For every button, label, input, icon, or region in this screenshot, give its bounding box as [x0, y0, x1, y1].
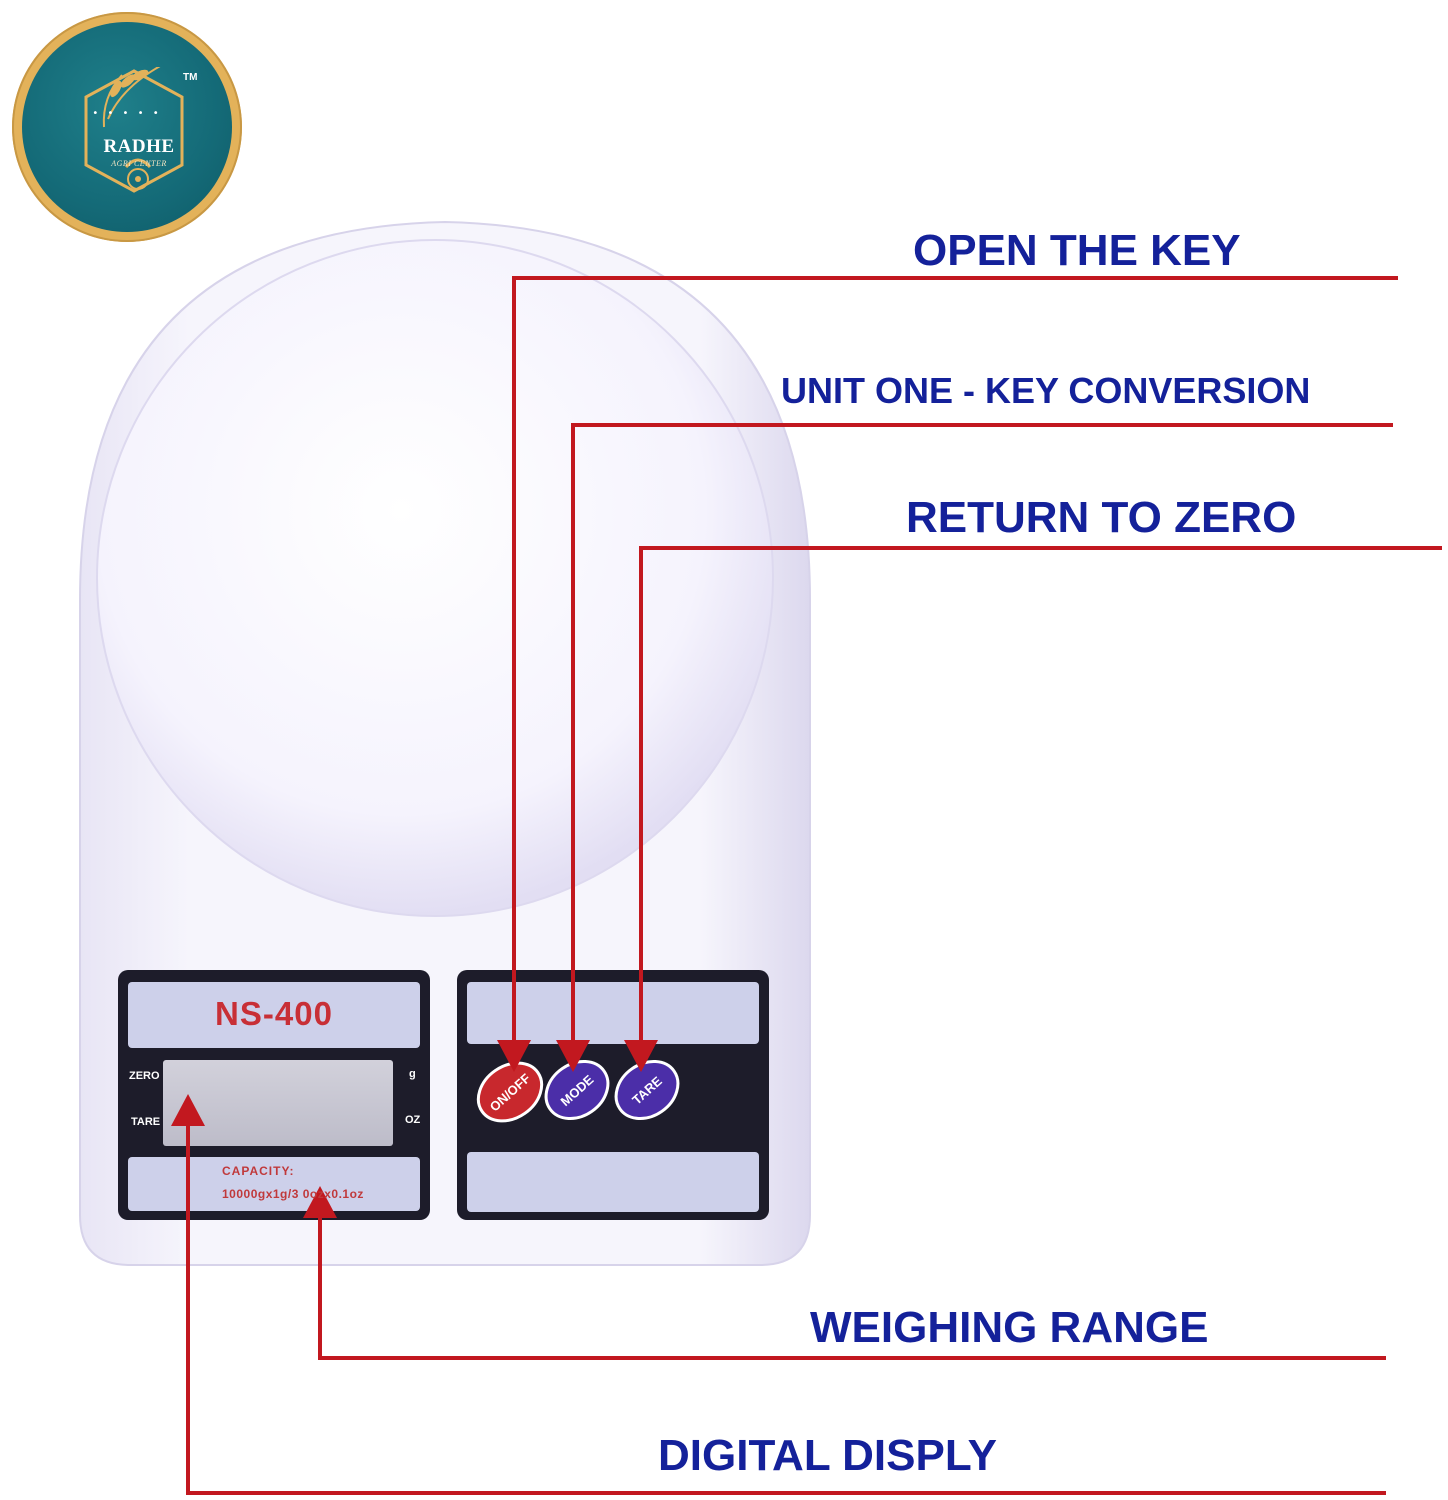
callout-digital-display: DIGITAL DISPLY [658, 1431, 998, 1480]
logo-subtitle: AGRI CENTER [111, 159, 167, 168]
weighing-range-arrowhead [303, 1186, 337, 1218]
return-zero-arrowhead [624, 1040, 658, 1072]
unit-conversion-arrowhead [556, 1040, 590, 1072]
wheat-icon [84, 67, 184, 193]
return-zero-line [639, 546, 1442, 1045]
weighing-range-line [318, 1215, 1386, 1360]
model-label: NS-400 [215, 995, 333, 1032]
open-key-arrowhead [497, 1040, 531, 1072]
button-panel-top-plate [467, 982, 759, 1044]
lcd-screen [163, 1060, 393, 1146]
callout-open-key: OPEN THE KEY [913, 226, 1241, 275]
logo-badge [22, 22, 232, 232]
tare-label: TARE [131, 1116, 161, 1128]
trademark-mark: TM [183, 72, 198, 83]
button-panel-bottom-plate [467, 1152, 759, 1212]
arrowheads [171, 1040, 658, 1218]
capacity-value: 10000gx1g/3 0ozx0.1oz [222, 1187, 364, 1201]
on-off-button [476, 1061, 544, 1123]
open-key-line [512, 276, 1398, 1045]
tare-button [614, 1060, 680, 1120]
digital-display-arrowhead [171, 1094, 205, 1126]
unit-conversion-line [571, 423, 1393, 1045]
callout-return-zero: RETURN TO ZERO [906, 493, 1297, 542]
zero-label: ZERO [129, 1070, 160, 1082]
capacity-title: CAPACITY: [222, 1164, 295, 1178]
mode-button [544, 1060, 610, 1120]
digital-display-line [186, 1122, 1386, 1495]
model-plate [128, 982, 420, 1048]
callout-lines [186, 276, 1442, 1495]
capacity-plate [128, 1157, 420, 1211]
gram-unit-label: g [409, 1068, 416, 1080]
logo-stars: • • • • • [92, 108, 162, 119]
brand-logo: TM • • • • • RADHE AGRI CENTER [12, 12, 242, 242]
logo-brand-name: RADHE [103, 136, 175, 157]
callout-weighing-range: WEIGHING RANGE [810, 1303, 1209, 1352]
ounce-unit-label: OZ [405, 1114, 421, 1126]
weighing-platform [96, 239, 774, 917]
callout-unit-conversion: UNIT ONE - KEY CONVERSION [781, 370, 1311, 411]
